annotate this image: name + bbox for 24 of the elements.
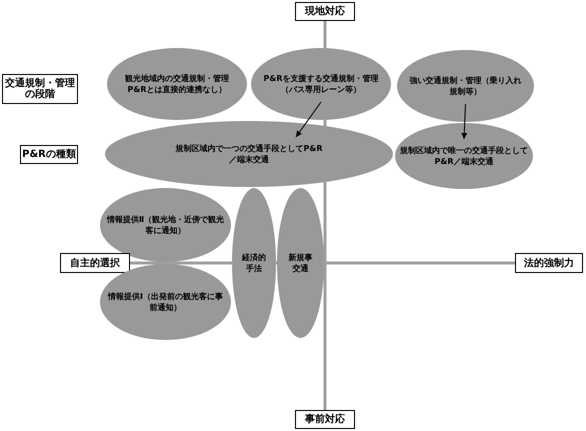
axis-label: P&Rの種類 <box>22 149 76 160</box>
ellipse-node <box>277 188 324 338</box>
axis-label: 事前対応 <box>304 414 346 425</box>
node-text: 情報提供Ⅰ（出発前の観光客に事前通知） <box>106 291 224 313</box>
label-box <box>515 253 583 273</box>
arrow <box>296 102 322 138</box>
axis-label: 交通規制・管理の段階 <box>5 78 75 100</box>
node-text: 規制区域内で唯一の交通手段としてP&R／端末交通 <box>399 145 529 167</box>
node-text: 経済的手法 <box>240 252 267 274</box>
node-text: 強い交通規制・管理（乗り入れ規制等） <box>410 75 522 97</box>
label-box <box>20 145 78 164</box>
node-text: 規制区域内で一つの交通手段としてP&R／端末交通 <box>175 143 323 165</box>
node-text: 情報提供Ⅱ（観光地・近傍で観光客に通知） <box>106 214 224 236</box>
label-box <box>60 253 130 273</box>
node-text: 観光地域内の交通規制・管理P&Rとは直接的連携なし） <box>124 73 230 95</box>
axis-label: 自主的選択 <box>69 258 121 268</box>
node-text: P&Rを支援する交通規制・管理（バス専用レーン等） <box>262 73 380 95</box>
arrow <box>461 104 468 140</box>
axis-label: 法的強制力 <box>523 258 575 268</box>
ellipse-node <box>232 188 276 338</box>
label-box <box>295 2 355 21</box>
label-box <box>295 410 355 429</box>
node-text: 新規事交通 <box>288 252 314 274</box>
axis-label: 現地対応 <box>304 6 346 17</box>
